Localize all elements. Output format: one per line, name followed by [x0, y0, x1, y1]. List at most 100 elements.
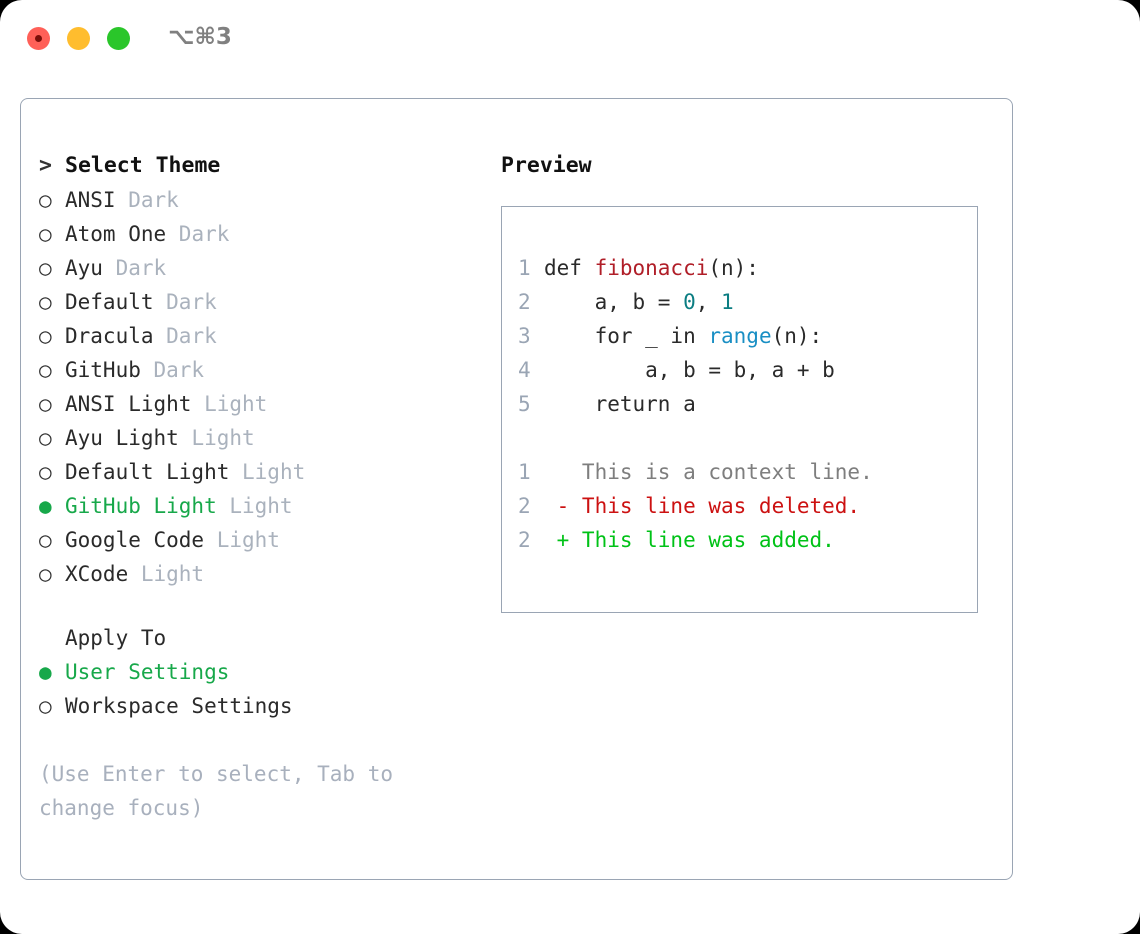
diff-line-text: + This line was added. [544, 528, 835, 552]
theme-option-name: Ayu [65, 256, 103, 280]
radio-unselected-icon[interactable]: ○ [39, 694, 52, 718]
code-token-plain: return a [544, 392, 696, 416]
theme-option-name: ANSI Light [65, 392, 192, 416]
code-token-plain: , [695, 290, 722, 314]
code-token-plain: def [544, 256, 595, 280]
theme-option-row[interactable]: ○ Ayu Dark [39, 251, 479, 285]
apply-to-option-row[interactable]: ● User Settings [39, 655, 479, 689]
theme-option-row[interactable]: ○ XCode Light [39, 557, 479, 591]
theme-option-name: Dracula [65, 324, 154, 348]
radio-unselected-icon[interactable]: ○ [39, 324, 52, 348]
preview-title: Preview [501, 153, 592, 178]
theme-option-row[interactable]: ○ ANSI Light Light [39, 387, 479, 421]
theme-variant-badge: Light [178, 426, 255, 450]
code-diff-gap [518, 421, 977, 455]
theme-variant-badge: Light [128, 562, 205, 586]
line-number: 2 [518, 494, 531, 518]
diff-line-text: - This line was deleted. [544, 494, 861, 518]
theme-option-name: GitHub Light [65, 494, 217, 518]
theme-option-name: Ayu Light [65, 426, 179, 450]
radio-unselected-icon[interactable]: ○ [39, 188, 52, 212]
diff-line-del: 2 - This line was deleted. [518, 489, 977, 523]
apply-to-option-row[interactable]: ○ Workspace Settings [39, 689, 479, 723]
line-number: 5 [518, 392, 531, 416]
keyboard-shortcut-label: ⌥⌘3 [168, 24, 232, 50]
radio-unselected-icon[interactable]: ○ [39, 358, 52, 382]
theme-option-row[interactable]: ○ Default Light Light [39, 455, 479, 489]
apply-to-option-name: User Settings [65, 660, 230, 684]
code-token-fn: fibonacci [594, 256, 709, 280]
theme-picker-panel: > Select Theme ○ ANSI Dark ○ Atom One Dark ○ A… [20, 98, 1013, 880]
theme-option-row[interactable]: ○ Dracula Dark [39, 319, 479, 353]
theme-option-row[interactable]: ○ANSI Dark [39, 183, 479, 217]
radio-unselected-icon[interactable]: ○ [39, 392, 52, 416]
code-line: 5 return a [518, 387, 977, 421]
theme-variant-badge: Dark [153, 290, 217, 314]
prompt-caret-icon: > [39, 153, 52, 178]
theme-variant-badge: Light [191, 392, 268, 416]
radio-unselected-icon[interactable]: ○ [39, 528, 52, 552]
code-token-plain: (n): [708, 256, 759, 280]
theme-option-name: Atom One [65, 222, 167, 246]
diff-line-text: This is a context line. [544, 460, 873, 484]
theme-option-row[interactable]: ○ Default Dark [39, 285, 479, 319]
code-token-plain: a, b = [544, 290, 684, 314]
code-token-plain: a, b = b, a + b [544, 358, 835, 382]
theme-variant-badge: Dark [140, 358, 205, 382]
diff-sample: 1 This is a context line.2 - This line w… [518, 455, 977, 557]
radio-unselected-icon[interactable]: ○ [39, 290, 52, 314]
code-token-plain: for _ in [544, 324, 709, 348]
theme-options-list[interactable]: ○ ANSI Dark ○ Atom One Dark ○ Ayu Dark ○ Defaul… [39, 183, 479, 591]
theme-list-column: > Select Theme ○ ANSI Dark ○ Atom One Dark ○ A… [39, 149, 479, 825]
theme-option-name: Default Light [65, 460, 230, 484]
theme-list-header-label: Select Theme [65, 153, 221, 178]
apply-to-options-list[interactable]: ● User Settings ○ Workspace Settings [39, 655, 479, 723]
code-line: 1 def fibonacci(n): [518, 251, 977, 285]
theme-option-name: XCode [65, 562, 129, 586]
title-bar: ⌥⌘3 [0, 0, 1140, 78]
code-token-num: 1 [721, 290, 734, 314]
line-number: 1 [518, 460, 531, 484]
theme-option-name: Default [65, 290, 154, 314]
radio-selected-icon[interactable]: ● [39, 660, 52, 684]
theme-variant-badge: Dark [102, 256, 167, 280]
theme-variant-badge: Light [204, 528, 280, 552]
theme-variant-badge: Dark [166, 222, 230, 246]
theme-variant-badge: Light [229, 460, 306, 484]
theme-option-row[interactable]: ○ Google Code Light [39, 523, 479, 557]
maximize-button[interactable] [107, 27, 130, 50]
theme-option-name: Google Code [65, 528, 205, 552]
diff-line-add: 2 + This line was added. [518, 523, 977, 557]
theme-option-row[interactable]: ○ Atom One Dark [39, 217, 479, 251]
theme-option-row[interactable]: ● GitHub Light Light [39, 489, 479, 523]
code-token-builtin: range [708, 324, 772, 348]
radio-unselected-icon[interactable]: ○ [39, 222, 52, 246]
theme-option-name: GitHub [65, 358, 141, 382]
code-line: 4 a, b = b, a + b [518, 353, 977, 387]
minimize-button[interactable] [67, 27, 90, 50]
theme-variant-badge: Light [216, 494, 293, 518]
line-number: 2 [518, 528, 531, 552]
theme-list-header: > Select Theme [39, 149, 479, 183]
radio-unselected-icon[interactable]: ○ [39, 426, 52, 450]
radio-unselected-icon[interactable]: ○ [39, 256, 52, 280]
theme-option-row[interactable]: ○ Ayu Light Light [39, 421, 479, 455]
radio-selected-icon[interactable]: ● [39, 494, 52, 518]
theme-option-row[interactable]: ○ GitHub Dark [39, 353, 479, 387]
close-button[interactable] [27, 27, 50, 50]
line-number: 1 [518, 256, 531, 280]
code-line: 3 for _ in range(n): [518, 319, 977, 353]
radio-unselected-icon[interactable]: ○ [39, 562, 52, 586]
diff-line-ctx: 1 This is a context line. [518, 455, 977, 489]
apply-to-option-name: Workspace Settings [65, 694, 293, 718]
theme-option-name: ANSI [65, 188, 116, 212]
code-token-plain: (n): [771, 324, 823, 348]
theme-variant-badge: Dark [153, 324, 217, 348]
radio-unselected-icon[interactable]: ○ [39, 460, 52, 484]
keyboard-hint-text: (Use Enter to select, Tab to change focu… [39, 762, 394, 820]
apply-to-label: Apply To [65, 626, 167, 650]
list-spacer [39, 591, 479, 621]
